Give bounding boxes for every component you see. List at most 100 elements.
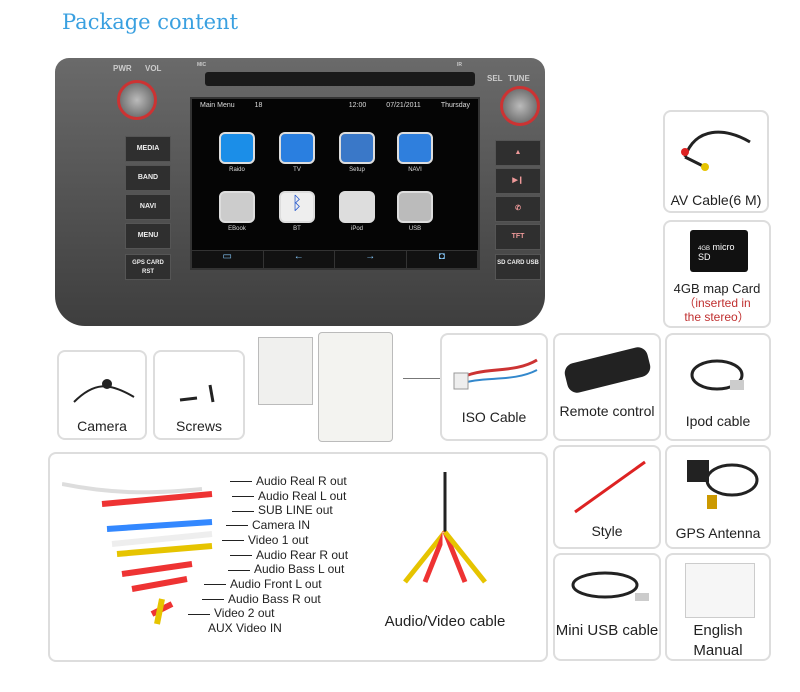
av-output: Camera IN	[220, 518, 348, 533]
remote-item: Remote control	[553, 333, 661, 441]
style-item: Style	[553, 445, 661, 549]
screws-item: Screws	[153, 350, 245, 440]
head-unit-screen: Main Menu 18 12:00 07/21/2011 Thursday R…	[190, 97, 480, 270]
sd-card-usb-button[interactable]: SD CARD USB	[495, 254, 541, 280]
stylus-image	[574, 460, 646, 514]
screen-time: 12:00	[348, 102, 367, 109]
app-radio[interactable]: Raido	[217, 132, 257, 173]
app-label: Setup	[349, 167, 365, 173]
av-output-list: Audio Real R out Audio Real L out SUB LI…	[208, 474, 348, 636]
volume-knob[interactable]	[117, 80, 157, 120]
screws-image	[179, 384, 215, 403]
ipod-cable-item: Ipod cable	[665, 333, 771, 441]
card-text: micro SD	[698, 242, 735, 262]
tft-button[interactable]: TFT	[495, 224, 541, 250]
iso-cable-image	[453, 358, 538, 390]
app-tv[interactable]: TV	[277, 132, 317, 173]
nav-window-button[interactable]: ▭	[192, 251, 264, 268]
screws-label: Screws	[176, 418, 222, 434]
page-title: Package content	[62, 10, 239, 34]
phone-button[interactable]: ✆	[495, 196, 541, 222]
nav-forward-button[interactable]: →	[335, 251, 407, 268]
pwr-label: PWR	[113, 64, 132, 73]
media-button[interactable]: MEDIA	[125, 136, 171, 162]
mini-usb-label: Mini USB cable	[555, 622, 659, 639]
style-label: Style	[591, 523, 623, 539]
globe-icon	[397, 132, 433, 164]
av-cable-small-image	[403, 472, 487, 584]
av-output: Audio Bass R out	[202, 592, 348, 607]
manual-item: English Manual	[665, 553, 771, 661]
map-card-item: 4GB micro SD 4GB map Card （inserted in t…	[663, 220, 771, 328]
av-output: Audio Real L out	[220, 489, 348, 504]
gear-icon	[339, 132, 375, 164]
iso-cable-label: ISO Cable	[461, 409, 527, 425]
camera-item: Camera	[57, 350, 147, 440]
av-output: Audio Bass L out	[220, 562, 348, 577]
tune-label: TUNE	[508, 74, 530, 83]
audio-video-cable-item: Audio Real R out Audio Real L out SUB LI…	[48, 452, 548, 662]
gps-antenna-image	[687, 460, 759, 509]
av-output: Video 2 out	[188, 606, 348, 621]
gps-antenna-item: GPS Antenna	[665, 445, 771, 549]
app-label: USB	[408, 226, 422, 232]
band-button[interactable]: BAND	[125, 165, 171, 191]
iso-pointer-line	[403, 378, 443, 379]
nav-back-button[interactable]: ←	[264, 251, 335, 268]
app-label: NAVI	[408, 167, 422, 173]
av-output: SUB LINE out	[220, 503, 348, 518]
manual-label: English Manual	[693, 622, 743, 659]
play-pause-button[interactable]: ▶❙	[495, 168, 541, 194]
app-navi[interactable]: NAVI	[395, 132, 435, 173]
app-setup[interactable]: Setup	[337, 132, 377, 173]
av-cable-bundle-image	[62, 482, 213, 625]
av-cable-label: AV Cable(6 M)	[670, 192, 762, 208]
app-bt[interactable]: ᛒ BT	[277, 191, 317, 232]
app-label: EBook	[228, 226, 246, 232]
ebook-icon	[219, 191, 255, 223]
vol-label: VOL	[145, 64, 162, 73]
ir-label: IR	[457, 62, 462, 68]
card-size: 4GB	[698, 246, 711, 252]
map-card-label: 4GB map Card	[673, 281, 761, 296]
camera-label: Camera	[77, 418, 127, 434]
app-label: iPod	[350, 226, 363, 232]
navi-button[interactable]: NAVI	[125, 194, 171, 220]
bluetooth-icon: ᛒ	[279, 191, 315, 223]
av-cable-item: AV Cable(6 M)	[663, 110, 769, 213]
screen-number: 18	[254, 102, 263, 109]
app-ebook[interactable]: EBook	[217, 191, 257, 232]
app-usb[interactable]: USB	[395, 191, 435, 232]
av-cable-image	[681, 130, 751, 171]
app-label: BT	[293, 226, 301, 232]
gps-card-rst-button[interactable]: GPS CARD RST	[125, 254, 171, 280]
camera-image	[73, 379, 135, 403]
eject-button[interactable]: ▲	[495, 140, 541, 166]
microsd-card-image: 4GB micro SD	[690, 230, 748, 272]
av-output: Audio Real R out	[220, 474, 348, 489]
gps-antenna-label: GPS Antenna	[675, 525, 761, 541]
app-ipod[interactable]: iPod	[337, 191, 377, 232]
screen-day: Thursday	[440, 102, 470, 109]
remote-label: Remote control	[559, 403, 655, 419]
disc-slot	[205, 72, 475, 86]
app-label: TV	[293, 167, 301, 173]
av-output: Audio Rear R out	[220, 548, 348, 563]
usb-icon	[397, 191, 433, 223]
mini-usb-image	[571, 571, 649, 601]
av-output: AUX Video IN	[208, 621, 282, 636]
map-card-note-1: （inserted in	[683, 296, 751, 310]
map-card-note-2: the stereo）	[684, 310, 750, 324]
ipod-cable-image	[690, 359, 744, 391]
av-output: Audio Front L out	[204, 577, 348, 592]
av-output: Video 1 out	[220, 533, 348, 548]
tune-knob[interactable]	[500, 86, 540, 126]
mic-label: MIC	[197, 62, 207, 68]
mini-usb-item: Mini USB cable	[553, 553, 661, 661]
iso-cable-item: ISO Cable	[440, 333, 548, 441]
ipod-cable-label: Ipod cable	[685, 413, 751, 429]
menu-button[interactable]: MENU	[125, 223, 171, 249]
radio-icon	[219, 132, 255, 164]
app-label: Raido	[229, 167, 245, 173]
nav-home-button[interactable]: ◘	[407, 251, 478, 268]
